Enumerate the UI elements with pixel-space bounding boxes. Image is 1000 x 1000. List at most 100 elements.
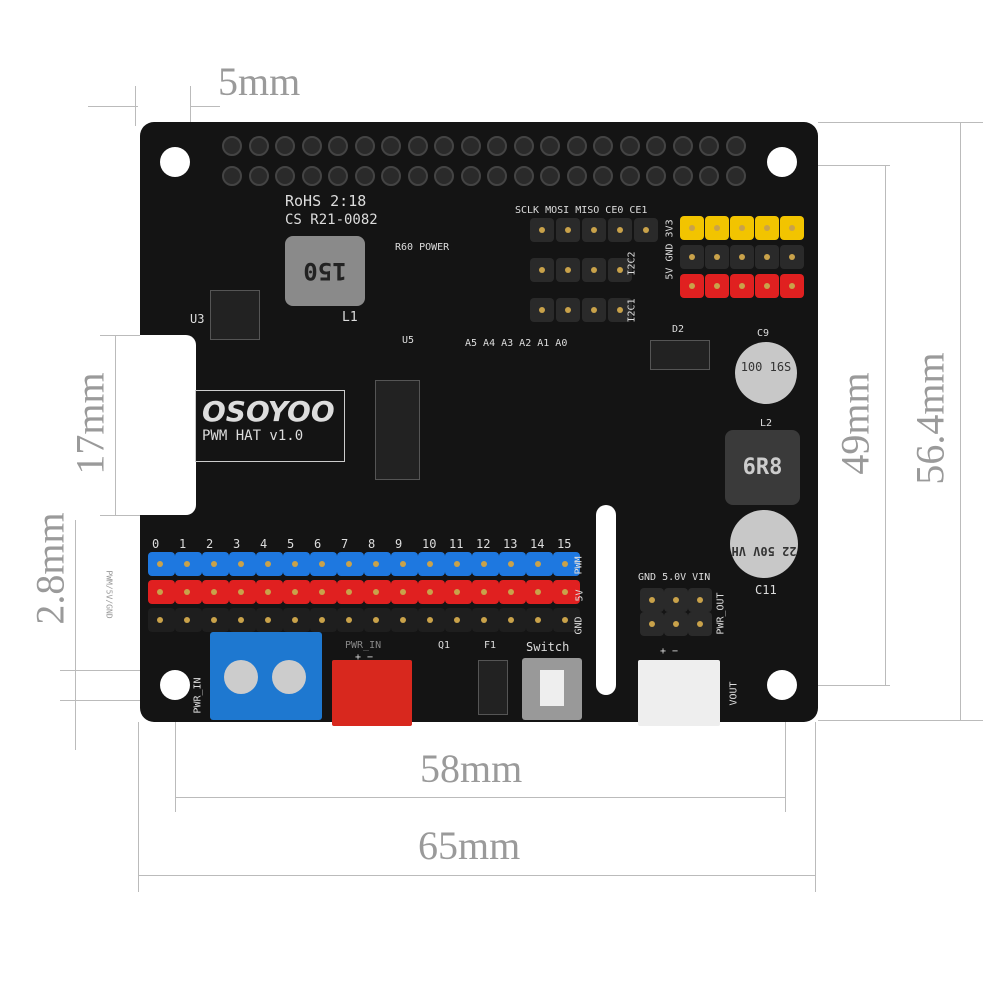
servo-pin[interactable] (553, 552, 580, 576)
servo-pin[interactable] (310, 580, 337, 604)
pwr-in-connector[interactable] (332, 660, 412, 726)
servo-pin[interactable] (283, 608, 310, 632)
servo-pin[interactable] (175, 552, 202, 576)
header-pin[interactable] (730, 245, 754, 269)
header-pin[interactable] (530, 258, 554, 282)
gpio-pin[interactable] (619, 136, 640, 156)
servo-pin[interactable] (364, 552, 391, 576)
gpio-pin[interactable] (222, 166, 242, 186)
gpio-pin[interactable] (407, 166, 428, 186)
gpio-pin[interactable] (672, 166, 693, 186)
header-pin[interactable] (530, 218, 554, 242)
gpio-pin[interactable] (248, 136, 269, 156)
header-pin[interactable] (582, 298, 606, 322)
servo-pin[interactable] (337, 552, 364, 576)
servo-pin[interactable] (418, 608, 445, 632)
servo-pin[interactable] (391, 552, 418, 576)
servo-pin[interactable] (202, 608, 229, 632)
servo-pin[interactable] (499, 552, 526, 576)
gpio-pin[interactable] (725, 136, 746, 156)
servo-pin[interactable] (472, 608, 499, 632)
gpio-pin[interactable] (513, 136, 534, 156)
header-pin[interactable] (780, 245, 804, 269)
pwr-in-terminal-block[interactable] (210, 632, 322, 720)
gpio-pin[interactable] (301, 166, 322, 186)
header-pin[interactable] (556, 218, 580, 242)
gpio-pin[interactable] (725, 166, 746, 186)
gpio-pin[interactable] (540, 136, 560, 156)
header-pin[interactable] (680, 245, 704, 269)
header-pin[interactable] (530, 298, 554, 322)
gpio-pin[interactable] (434, 166, 454, 186)
header-pin[interactable] (755, 274, 779, 298)
header-pin[interactable] (640, 612, 664, 636)
gpio-pin[interactable] (354, 166, 375, 186)
servo-pin[interactable] (526, 580, 553, 604)
gpio-pin[interactable] (699, 166, 719, 186)
gpio-pin[interactable] (328, 136, 348, 156)
servo-pin[interactable] (256, 608, 283, 632)
servo-pin[interactable] (526, 608, 553, 632)
header-pin[interactable] (582, 258, 606, 282)
header-pin[interactable] (608, 298, 632, 322)
gpio-pin[interactable] (275, 166, 295, 186)
gpio-pin[interactable] (460, 136, 481, 156)
servo-pin[interactable] (553, 580, 580, 604)
servo-pin[interactable] (526, 552, 553, 576)
gpio-pin[interactable] (275, 136, 295, 156)
gpio-pin[interactable] (407, 136, 428, 156)
servo-pin[interactable] (256, 580, 283, 604)
servo-pin[interactable] (175, 580, 202, 604)
servo-pin[interactable] (148, 580, 175, 604)
servo-pin[interactable] (472, 580, 499, 604)
servo-pin[interactable] (337, 580, 364, 604)
servo-pin[interactable] (418, 580, 445, 604)
servo-pin[interactable] (256, 552, 283, 576)
servo-pin[interactable] (364, 608, 391, 632)
screw-icon[interactable] (224, 660, 258, 694)
servo-pin[interactable] (499, 580, 526, 604)
servo-pin[interactable] (229, 580, 256, 604)
servo-pin[interactable] (283, 552, 310, 576)
servo-pin[interactable] (202, 580, 229, 604)
gpio-pin[interactable] (381, 136, 401, 156)
screw-icon[interactable] (272, 660, 306, 694)
gpio-pin[interactable] (566, 136, 587, 156)
gpio-pin[interactable] (460, 166, 481, 186)
gpio-pin[interactable] (566, 166, 587, 186)
servo-pin[interactable] (148, 608, 175, 632)
header-pin[interactable] (688, 612, 712, 636)
header-pin[interactable] (755, 245, 779, 269)
servo-pin[interactable] (445, 580, 472, 604)
header-pin[interactable] (634, 218, 658, 242)
gpio-pin[interactable] (487, 136, 507, 156)
header-pin[interactable] (556, 258, 580, 282)
gpio-pin[interactable] (540, 166, 560, 186)
header-pin[interactable] (680, 274, 704, 298)
servo-pin[interactable] (229, 608, 256, 632)
header-pin[interactable] (664, 612, 688, 636)
gpio-pin[interactable] (593, 136, 613, 156)
header-pin[interactable] (688, 588, 712, 612)
servo-pin[interactable] (229, 552, 256, 576)
gpio-pin[interactable] (354, 136, 375, 156)
gpio-pin[interactable] (434, 136, 454, 156)
gpio-pin[interactable] (513, 166, 534, 186)
servo-pin[interactable] (283, 580, 310, 604)
header-pin[interactable] (556, 298, 580, 322)
gpio-pin[interactable] (248, 166, 269, 186)
power-switch[interactable] (522, 658, 582, 720)
servo-pin[interactable] (499, 608, 526, 632)
servo-pin[interactable] (553, 608, 580, 632)
header-pin[interactable] (640, 588, 664, 612)
header-pin[interactable] (680, 216, 704, 240)
header-pin[interactable] (705, 274, 729, 298)
header-pin[interactable] (730, 274, 754, 298)
servo-pin[interactable] (391, 608, 418, 632)
header-pin[interactable] (608, 258, 632, 282)
gpio-pin[interactable] (646, 136, 666, 156)
gpio-pin[interactable] (222, 136, 242, 156)
header-pin[interactable] (755, 216, 779, 240)
header-pin[interactable] (582, 218, 606, 242)
servo-pin[interactable] (391, 580, 418, 604)
